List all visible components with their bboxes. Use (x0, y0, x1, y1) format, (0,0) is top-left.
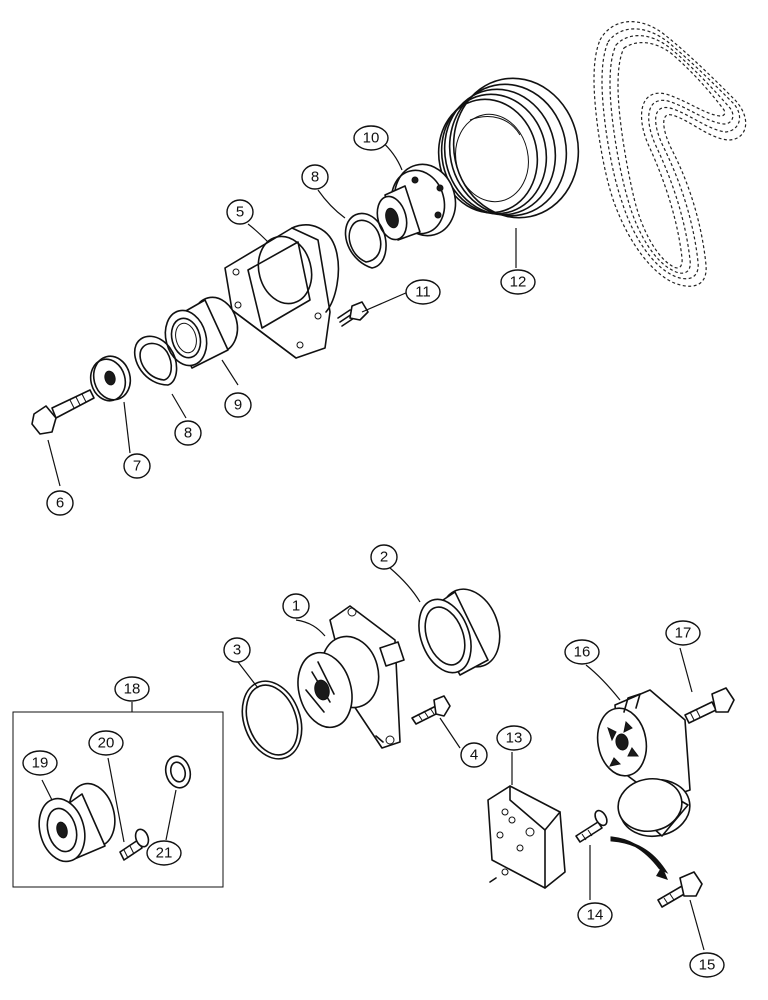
bracket-13 (487, 785, 566, 889)
bearing-9 (164, 296, 239, 369)
callout-1: 1 (282, 593, 310, 619)
idler-pulley-19 (38, 782, 116, 863)
callout-21: 21 (146, 840, 182, 866)
washer-21 (164, 755, 192, 789)
callout-16: 16 (564, 639, 600, 665)
bolt-17 (684, 687, 735, 724)
callout-20-label: 20 (98, 735, 115, 752)
leader-lines (41, 139, 705, 951)
callout-6: 6 (46, 490, 74, 516)
callout-8-lower-label: 8 (184, 425, 192, 442)
snap-ring-8-upper (344, 212, 387, 269)
callout-2-label: 2 (380, 549, 388, 566)
o-ring-3 (241, 680, 303, 760)
callout-19-label: 19 (32, 755, 49, 772)
callout-6-label: 6 (56, 495, 64, 512)
callout-4-label: 4 (470, 747, 478, 764)
callout-8-upper-label: 8 (311, 169, 319, 186)
callout-18: 18 (114, 676, 150, 702)
housing-5 (224, 224, 340, 359)
kit-box-18 (12, 711, 224, 888)
pulley-2 (418, 588, 501, 676)
bolt-11 (337, 301, 369, 327)
callout-8-upper: 8 (301, 164, 329, 190)
callout-9: 9 (224, 392, 252, 418)
callout-12: 12 (500, 269, 536, 295)
callout-19: 19 (22, 750, 58, 776)
callout-11-label: 11 (415, 284, 431, 301)
callout-11: 11 (405, 279, 441, 305)
callout-16-label: 16 (574, 644, 591, 661)
bolt-6 (31, 389, 95, 435)
callout-21-label: 21 (156, 845, 173, 862)
callout-7-label: 7 (133, 458, 141, 475)
callout-2: 2 (370, 544, 398, 570)
callout-14: 14 (577, 902, 613, 928)
callout-3: 3 (223, 637, 251, 663)
tensioner-16 (596, 689, 691, 838)
callout-17-label: 17 (675, 625, 692, 642)
callout-7: 7 (123, 453, 151, 479)
serpentine-belt (593, 21, 747, 287)
rotation-arrow (610, 836, 669, 880)
callout-5-label: 5 (236, 204, 244, 221)
callout-5: 5 (226, 199, 254, 225)
bolt-15 (657, 871, 703, 908)
water-pump-1 (297, 605, 405, 749)
bolt-4 (411, 695, 451, 725)
snap-ring-8-lower (133, 335, 178, 386)
callout-15-label: 15 (699, 957, 716, 974)
callout-4: 4 (460, 742, 488, 768)
callout-14-label: 14 (587, 907, 604, 924)
callout-18-label: 18 (124, 681, 141, 698)
callout-9-label: 9 (234, 397, 242, 414)
callout-12-label: 12 (510, 274, 527, 291)
callout-13-label: 13 (506, 730, 523, 747)
callout-3-label: 3 (233, 642, 241, 659)
callout-17: 17 (665, 620, 701, 646)
bolt-20 (119, 828, 150, 861)
callout-10-label: 10 (363, 130, 380, 147)
callout-20: 20 (88, 730, 124, 756)
callout-1-label: 1 (292, 598, 300, 615)
callout-13: 13 (496, 725, 532, 751)
callout-15: 15 (689, 952, 725, 978)
callout-8-lower: 8 (174, 420, 202, 446)
callout-10: 10 (353, 125, 389, 151)
hub-10 (376, 163, 457, 241)
pulley-12 (437, 77, 580, 219)
washer-7 (89, 355, 132, 402)
bolt-14 (575, 809, 608, 843)
